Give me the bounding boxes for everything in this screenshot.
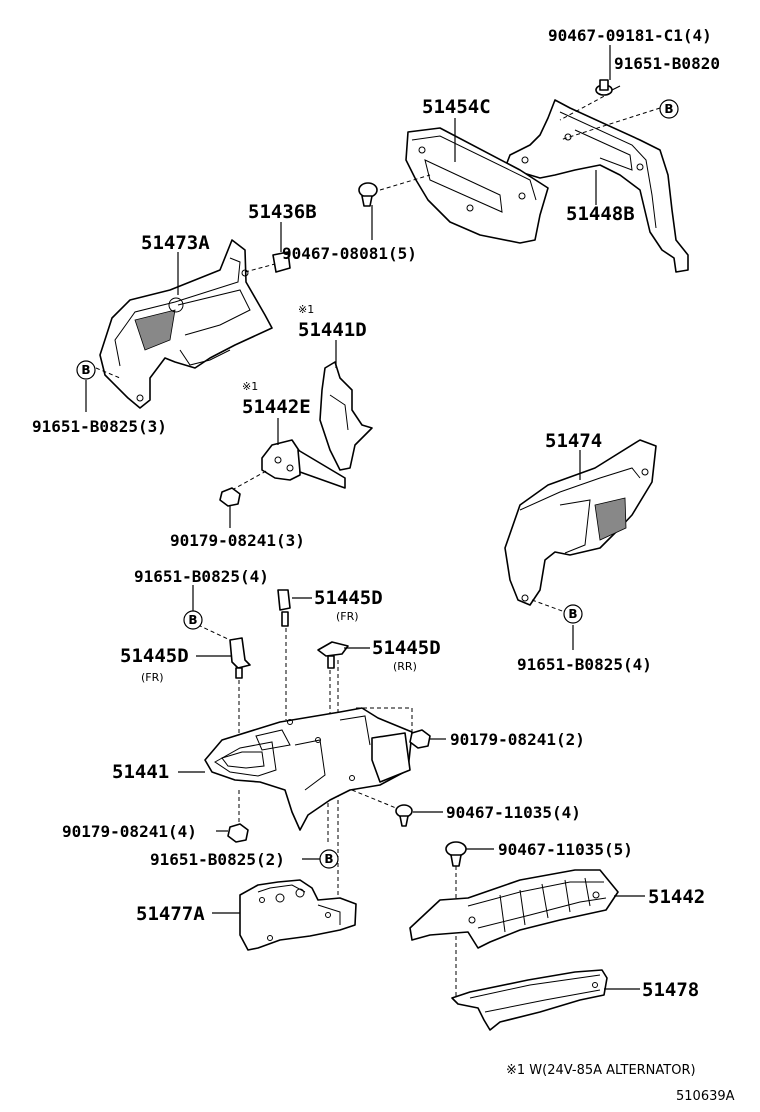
b-marker-51473a: B [76,360,96,380]
label-91651-B0825-3: 91651-B0825(3) [32,417,167,436]
b-marker-top-right: B [659,99,679,119]
label-90467-09181-C1: 90467-09181-C1(4) [548,26,712,45]
label-51442: 51442 [648,886,705,908]
label-90467-11035-5: 90467-11035(5) [498,840,633,859]
part-51441-drawing [204,707,413,831]
label-90179-08241-3: 90179-08241(3) [170,531,305,550]
part-51478-drawing [451,969,608,1031]
label-91651-B0825-4-left: 91651-B0825(4) [134,567,269,586]
nut-90179-08241-icon [219,487,241,507]
label-51478: 51478 [642,979,699,1001]
label-90467-08081: 90467-08081(5) [282,244,417,263]
note-mark-51441D: ※1 [298,303,314,316]
part-51448B-drawing [504,99,689,273]
nut-90179-08241-left-icon [227,823,249,843]
clip-90467-11035-5-icon [445,841,467,867]
clip-90467-11035-4-icon [395,804,413,827]
label-51445D-fr-top: 51445D [314,587,383,609]
label-90467-11035-4: 90467-11035(4) [446,803,581,822]
label-51473A: 51473A [141,232,210,254]
screw-90467-09181-icon [595,79,621,96]
label-51474: 51474 [545,430,602,452]
label-91651-B0825-2: 91651-B0825(2) [150,850,285,869]
note-mark-51442E: ※1 [242,380,258,393]
label-51454C: 51454C [422,96,491,118]
svg-text:B: B [568,607,577,621]
part-51473A-drawing [99,239,273,409]
label-90179-08241-4: 90179-08241(4) [62,822,197,841]
sublabel-fr-left: (FR) [141,671,164,684]
label-90179-08241-2: 90179-08241(2) [450,730,585,749]
bracket-51445D-fr-top-icon [277,589,291,627]
label-51445D-rr: 51445D [372,637,441,659]
b-marker-lower: B [319,849,339,869]
label-91651-B0825-4-right: 91651-B0825(4) [517,655,652,674]
label-51445D-fr-left: 51445D [120,645,189,667]
b-marker-51474: B [563,604,583,624]
label-51441: 51441 [112,761,169,783]
part-51454C-drawing [405,127,549,244]
svg-text:B: B [664,102,673,116]
label-91651-B0820: 91651-B0820 [614,54,720,73]
b-marker-mid-left: B [183,610,203,630]
label-51448B: 51448B [566,203,635,225]
clip-90467-08081-icon [358,182,378,207]
sublabel-fr-top: (FR) [336,610,359,623]
clip-51436B-icon [272,251,291,273]
label-51441D: 51441D [298,319,367,341]
label-51477A: 51477A [136,903,205,925]
label-51436B: 51436B [248,201,317,223]
bracket-51445D-rr-icon [317,641,349,669]
bracket-51445D-fr-left-icon [229,637,251,679]
svg-text:B: B [188,613,197,627]
sublabel-rr: (RR) [393,660,417,673]
figure-id: 510639A [676,1089,735,1104]
part-51441D-drawing [319,361,373,471]
nut-90179-08241-right-icon [409,729,431,749]
part-51477A-drawing [239,879,357,951]
part-51442-drawing [409,869,619,949]
part-51474-drawing [504,439,657,606]
part-51442E-drawing [261,439,346,489]
footnote-alternator: ※1 W(24V-85A ALTERNATOR) [506,1063,696,1078]
svg-text:B: B [324,852,333,866]
svg-text:B: B [81,363,90,377]
label-51442E: 51442E [242,396,311,418]
